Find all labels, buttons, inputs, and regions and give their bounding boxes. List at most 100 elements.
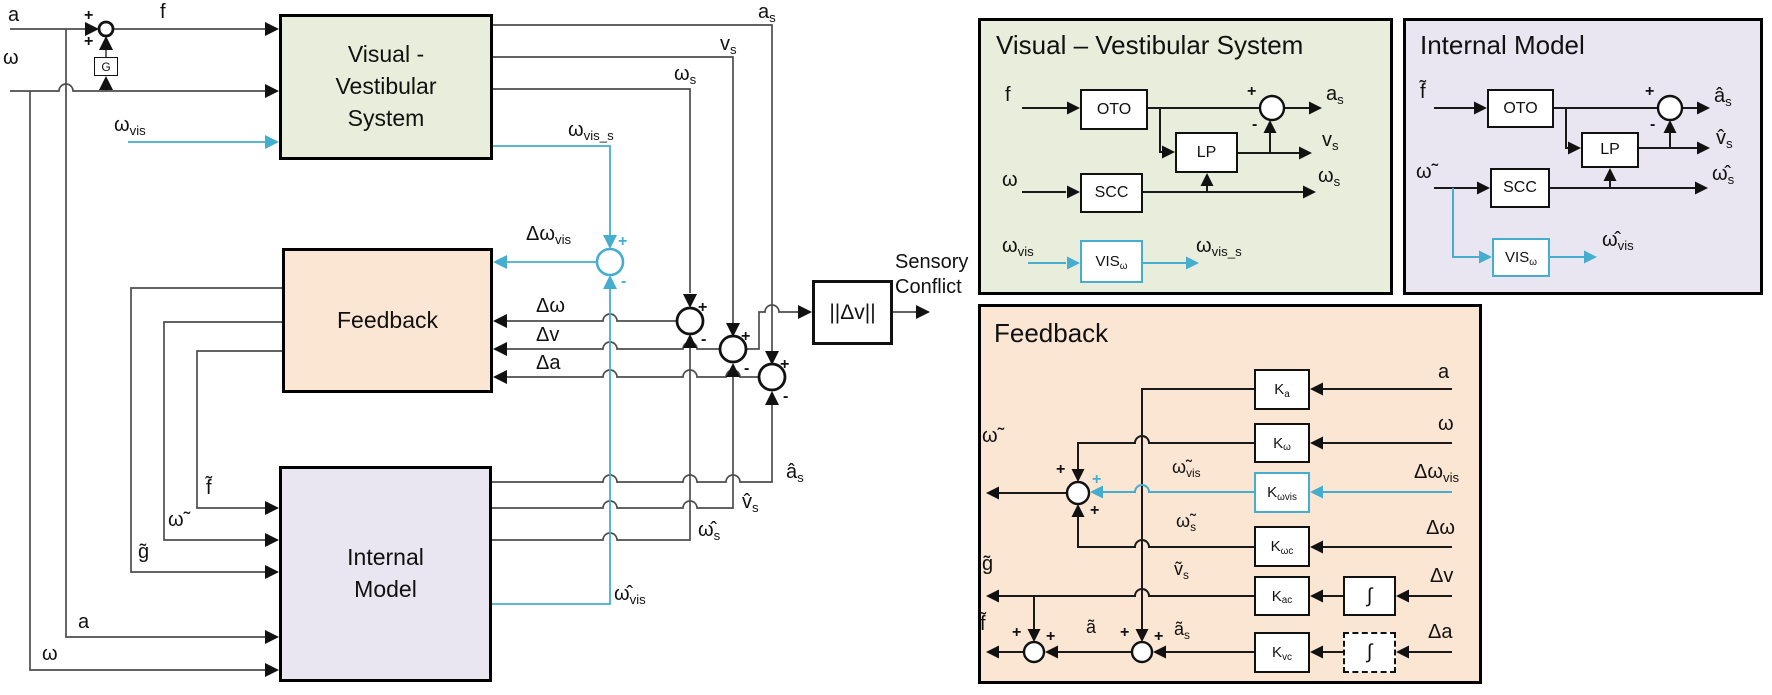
im-oto-box: OTO xyxy=(1487,89,1554,128)
label-omega-input: ω xyxy=(3,47,19,69)
label-omega-input2: ω xyxy=(42,643,58,665)
vvs-label-omega: ω xyxy=(1002,169,1018,191)
minus-sign: - xyxy=(1650,116,1656,133)
plus-sign: + xyxy=(84,7,94,24)
vvs-vis-box: VISω xyxy=(1080,240,1143,283)
fb-integrator-dashed-box: ∫ xyxy=(1343,632,1396,673)
vvs-lp-label: LP xyxy=(1196,143,1217,161)
internal-model-block: Internal Model xyxy=(279,466,492,682)
label-omega-s-hat: ω̂s xyxy=(698,519,721,543)
label-delta-omega: Δω xyxy=(536,295,565,317)
fb-label-omega-tilde-out: ω̃ xyxy=(982,425,998,447)
fb-label-v-tilde-s: ṽs xyxy=(1174,559,1189,582)
plus-sign: + xyxy=(1120,624,1130,641)
plus-sign: + xyxy=(1645,83,1655,100)
fb-panel-title: Feedback xyxy=(994,318,1109,348)
vvs-oto-label: OTO xyxy=(1096,100,1132,118)
minus-sign: - xyxy=(621,273,627,290)
plus-sign: + xyxy=(1154,628,1164,645)
label-omega-s: ωs xyxy=(674,63,697,87)
fb-label-omega-tilde-vis: ω̃vis xyxy=(1172,457,1201,480)
im-lp-box: LP xyxy=(1581,132,1639,168)
plus-sign: + xyxy=(1247,83,1257,100)
label-omega-vis-s: ωvis_s xyxy=(568,119,614,143)
plus-sign: + xyxy=(1056,461,1066,478)
vvs-label-a-s: as xyxy=(1326,83,1344,107)
label-v-s-hat: v̂s xyxy=(742,491,759,515)
minus-sign: - xyxy=(783,388,789,405)
fb-kac-label: Kac xyxy=(1271,587,1293,607)
im-oto-label: OTO xyxy=(1503,99,1538,117)
vvs-label-v-s: vs xyxy=(1322,129,1339,153)
fb-komegavis-label: Kωvis xyxy=(1267,484,1297,503)
plus-sign: + xyxy=(698,299,708,316)
im-vis-label: VISω xyxy=(1505,249,1537,268)
im-lp-label: LP xyxy=(1600,141,1620,158)
label-omega-vis: ωvis xyxy=(114,114,146,138)
plus-sign: + xyxy=(1092,471,1102,488)
fb-komegac-label: Kωc xyxy=(1270,538,1294,557)
im-label-v-s-hat: v̂s xyxy=(1716,127,1733,151)
vvs-label-f: f xyxy=(1005,84,1011,106)
vvs-lp-box: LP xyxy=(1175,132,1238,173)
norm-label: ||Δv|| xyxy=(829,300,876,324)
plus-sign: + xyxy=(1090,502,1100,519)
label-sensory-conflict: Sensory Conflict xyxy=(895,251,969,298)
label-a-input2: a xyxy=(78,611,90,633)
vvs-label-omega-s: ωs xyxy=(1318,165,1341,189)
fb-label-delta-a: Δa xyxy=(1428,621,1453,643)
vvs-block: Visual - Vestibular System xyxy=(279,14,493,160)
label-a-s-hat: âs xyxy=(786,461,804,485)
fb-label-f-tilde-out: f̃ xyxy=(980,613,986,635)
label-delta-a: Δa xyxy=(536,352,561,374)
im-scc-label: SCC xyxy=(1503,179,1537,196)
norm-box: ||Δv|| xyxy=(812,280,893,345)
fb-komegac-box: Kωc xyxy=(1254,526,1310,567)
plus-sign: + xyxy=(1012,624,1022,641)
label-delta-v: Δv xyxy=(536,324,560,346)
fb-komegavis-box: Kωvis xyxy=(1254,472,1310,513)
fb-integrator-box: ∫ xyxy=(1343,576,1396,616)
im-label-omega-s-hat: ω̂s xyxy=(1712,163,1735,187)
vvs-scc-label: SCC xyxy=(1094,184,1129,201)
fb-label-a-tilde: ã xyxy=(1086,617,1097,637)
plus-sign: + xyxy=(1046,628,1056,645)
im-panel-title: Internal Model xyxy=(1420,30,1585,60)
fb-label-delta-omega: Δω xyxy=(1426,517,1455,539)
minus-sign: - xyxy=(701,331,707,348)
fb-label-g-tilde-out: g̃ xyxy=(982,553,994,575)
vvs-label-omega-vis-s: ωvis_s xyxy=(1196,235,1242,259)
g-gain-label: G xyxy=(101,59,111,74)
plus-sign: + xyxy=(741,328,751,345)
im-scc-box: SCC xyxy=(1490,168,1550,208)
fb-kvc-box: Kvc xyxy=(1254,632,1310,673)
plus-sign: + xyxy=(84,33,94,50)
fb-ka-label: Ka xyxy=(1274,381,1290,400)
fb-label-omega-tilde-s: ω̃s xyxy=(1176,511,1196,534)
label-omega-vis-hat: ω̂vis xyxy=(614,583,646,607)
panel-feedback xyxy=(978,304,1482,684)
vvs-vis-label: VISω xyxy=(1095,253,1128,272)
fb-label-omega: ω xyxy=(1438,413,1454,435)
plus-sign: + xyxy=(780,356,790,373)
vvs-panel-title: Visual – Vestibular System xyxy=(996,30,1304,60)
vvs-oto-box: OTO xyxy=(1080,89,1148,130)
g-gain-box: G xyxy=(94,57,118,76)
fb-integrator-label: ∫ xyxy=(1366,584,1373,607)
im-label-omega-tilde: ω̃ xyxy=(1416,161,1432,183)
minus-sign: - xyxy=(1252,116,1258,133)
fb-label-a: a xyxy=(1438,361,1450,383)
fb-kac-box: Kac xyxy=(1254,576,1310,616)
label-delta-omega-vis: Δωvis xyxy=(526,223,572,247)
fb-label-delta-v: Δv xyxy=(1430,565,1454,587)
label-omega-tilde: ω̃ xyxy=(168,509,184,531)
label-f-tilde: f̃ xyxy=(206,477,212,499)
im-label-a-s-hat: âs xyxy=(1714,85,1732,109)
label-a-input: a xyxy=(8,4,20,26)
fb-kvc-label: Kvc xyxy=(1272,644,1292,663)
vvs-label-omega-vis: ωvis xyxy=(1002,235,1034,259)
label-f: f xyxy=(160,1,166,23)
plus-sign: + xyxy=(618,233,628,250)
fb-label-a-tilde-s: ãs xyxy=(1174,619,1190,642)
fb-label-delta-omega-vis: Δωvis xyxy=(1414,461,1460,485)
